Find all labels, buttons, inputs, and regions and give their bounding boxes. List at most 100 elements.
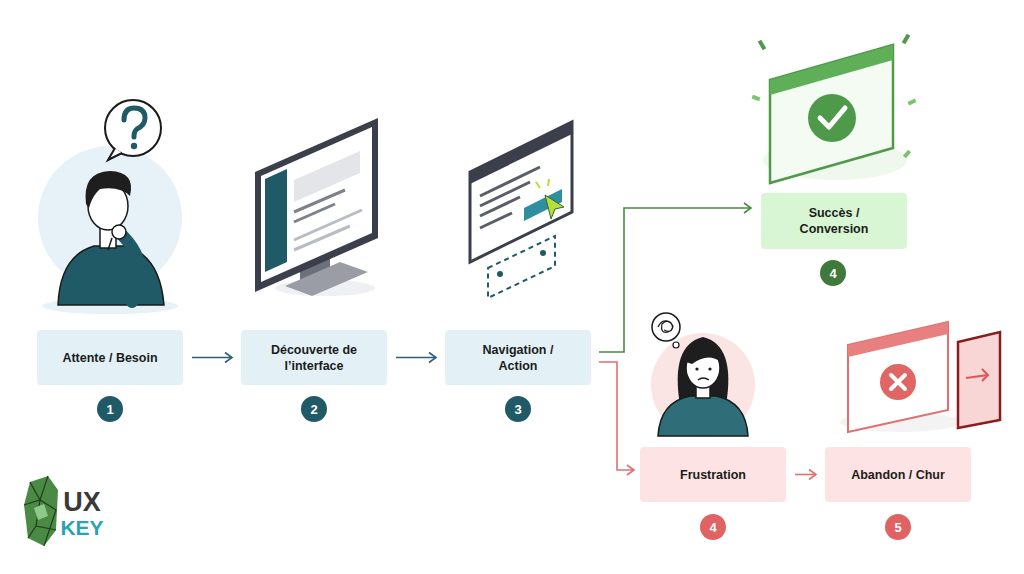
abandon-window-part (958, 332, 1000, 428)
success-window-part (770, 45, 893, 95)
abandon-window-part (880, 364, 916, 400)
browser-action (470, 122, 572, 298)
logo-mark-part (34, 504, 48, 520)
flow-arrow (599, 203, 751, 352)
success-window-part (752, 95, 761, 101)
monitor (255, 118, 378, 296)
thinking-man-part (105, 100, 161, 156)
flow-arrow (599, 362, 634, 475)
arrow-line (599, 208, 751, 352)
success-window-part (770, 45, 893, 183)
flow-arrow (396, 353, 436, 363)
success-window (752, 34, 917, 183)
browser-action-part (540, 250, 546, 256)
box-label: Succès / Conversion (782, 205, 886, 237)
arrow-line (599, 362, 634, 470)
abandon-window-part (982, 369, 988, 381)
arrow-head (627, 465, 634, 475)
thinking-man-part (58, 246, 164, 305)
frustrated-woman-part (673, 342, 679, 348)
browser-action-part (480, 182, 530, 206)
thinking-man-part (108, 238, 112, 250)
frustrated-woman-part (658, 396, 748, 436)
monitor-part (255, 118, 378, 292)
browser-action-part (536, 182, 540, 188)
frustrated-woman-part (708, 367, 711, 370)
box-label: Découverte de l’interface (262, 342, 366, 374)
thinking-man-part (123, 236, 140, 302)
process-box: Navigation / Action (445, 330, 591, 385)
monitor-part (265, 169, 287, 272)
thinking-man (38, 100, 182, 314)
browser-action-part (545, 195, 564, 219)
abandon-window-part (848, 322, 948, 432)
browser-action-part (480, 213, 512, 228)
browser-action-part (497, 271, 503, 277)
monitor-part (294, 226, 350, 250)
arrow-head (429, 353, 436, 363)
frustrated-woman-part (686, 346, 721, 364)
process-box: Frustration (640, 447, 786, 502)
process-box: Attente / Besoin (37, 330, 183, 385)
arrow-head (225, 353, 232, 363)
logo-text: UX (60, 488, 104, 516)
abandon-window-part (848, 322, 948, 357)
callout-number: 5 (885, 514, 911, 540)
arrow-line (795, 474, 816, 476)
frustrated-woman (651, 313, 755, 437)
browser-action-part (548, 179, 549, 186)
frustrated-woman-part (651, 333, 755, 437)
frustrated-woman-part (658, 321, 673, 333)
monitor-part (261, 127, 372, 282)
thinking-man-part (108, 148, 122, 160)
box-label: Navigation / Action (466, 342, 570, 374)
box-label: Frustration (680, 467, 746, 483)
success-window-part (902, 34, 910, 45)
thinking-man-part (86, 171, 132, 208)
callout-number: 2 (301, 396, 327, 422)
arrow-head (744, 203, 751, 213)
success-window-part (758, 40, 766, 51)
arrow-line (396, 357, 436, 359)
abandon-window-part (891, 375, 905, 389)
callout-number: 3 (505, 396, 531, 422)
abandon-window (840, 322, 1000, 432)
browser-action-part (488, 236, 555, 298)
process-box: Abandon / Chur (825, 447, 971, 502)
arrow-head (809, 470, 816, 480)
logo-mark-part (30, 476, 48, 500)
callout-number: 4 (820, 260, 846, 286)
flow-arrow (192, 353, 232, 363)
process-box: Découverte de l’interface (241, 330, 387, 385)
box-label: Abandon / Chur (851, 467, 945, 483)
success-window-part (820, 108, 845, 127)
monitor-part (294, 204, 335, 222)
logo-mark-part (24, 476, 58, 546)
frustrated-woman-part (695, 367, 698, 370)
callout-number: 1 (97, 396, 123, 422)
logo-mark (24, 476, 58, 546)
process-box: Succès / Conversion (761, 193, 907, 249)
browser-action-part (470, 122, 572, 262)
logo-mark-part (24, 500, 56, 546)
abandon-window-part (891, 375, 905, 389)
callout-number: 4 (700, 514, 726, 540)
arrow-line (192, 357, 232, 359)
flow-arrow (795, 470, 816, 480)
frustrated-woman-part (698, 378, 709, 380)
success-window-part (808, 94, 856, 142)
frustrated-woman-part (652, 313, 680, 341)
browser-action-part (480, 197, 520, 216)
monitor-part (294, 190, 345, 212)
success-window-part (908, 98, 917, 105)
success-window-part (903, 150, 911, 159)
box-label: Attente / Besoin (62, 350, 157, 366)
frustrated-woman-part (678, 337, 729, 405)
thinking-man-part (124, 108, 145, 137)
thinking-man-part (112, 225, 126, 239)
logo-text: KEY (58, 516, 106, 540)
thinking-man-part (131, 143, 137, 149)
monitor-part (294, 151, 360, 202)
